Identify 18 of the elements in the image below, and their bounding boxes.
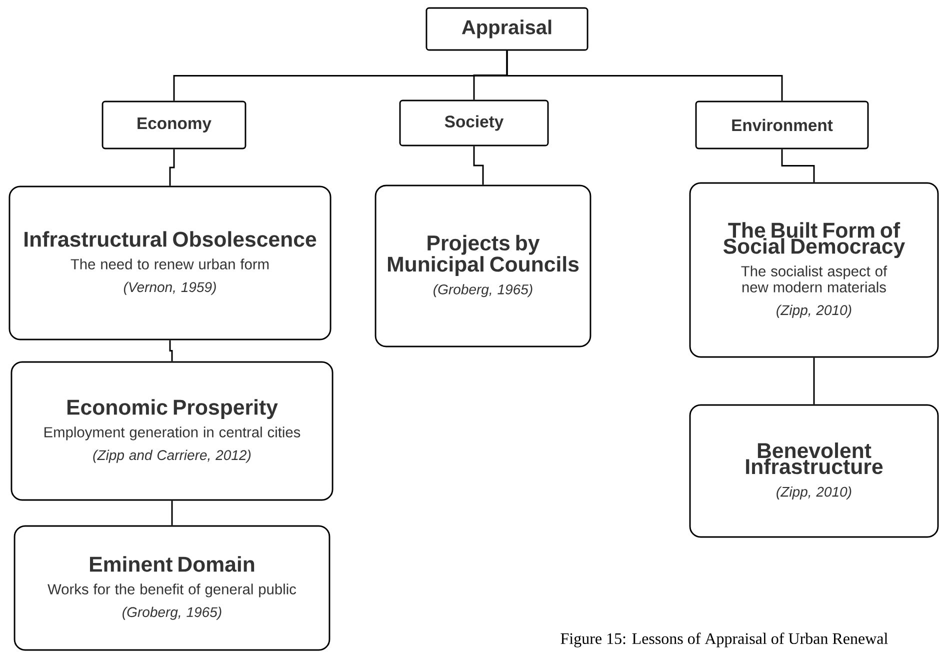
figure-caption: Figure 15: Lessons of Appraisal of Urban Renewal (560, 632, 888, 648)
root-box: Appraisal (426, 7, 588, 51)
connector-line (813, 358, 815, 404)
connector-line (473, 146, 484, 185)
connector-line (169, 149, 175, 186)
topic-card: The Built Form of Social Democracy The socialist aspect of new modern materials (Zipp, 2010) (689, 182, 939, 358)
connector-line (781, 149, 815, 182)
topic-card: Benevolent Infrastructure (Zipp, 2010) (689, 404, 939, 538)
connector-line (169, 340, 173, 362)
category-box: Environment (695, 100, 869, 150)
connector-line (506, 50, 783, 101)
topic-card: Eminent Domain Works for the benefit of general public (Groberg, 1965) (14, 525, 330, 651)
category-box: Society (399, 100, 549, 146)
category-box: Economy (102, 100, 246, 150)
topic-card: Economic Prosperity Employment generation in central cities (Zipp and Carriere, 2012) (10, 361, 334, 501)
topic-card: Infrastructural Obsolescence The need to renew urban form (Vernon, 1959) (8, 186, 332, 340)
connector-line (171, 500, 173, 526)
topic-card: Projects by Municipal Councils (Groberg, 1965) (374, 184, 592, 348)
